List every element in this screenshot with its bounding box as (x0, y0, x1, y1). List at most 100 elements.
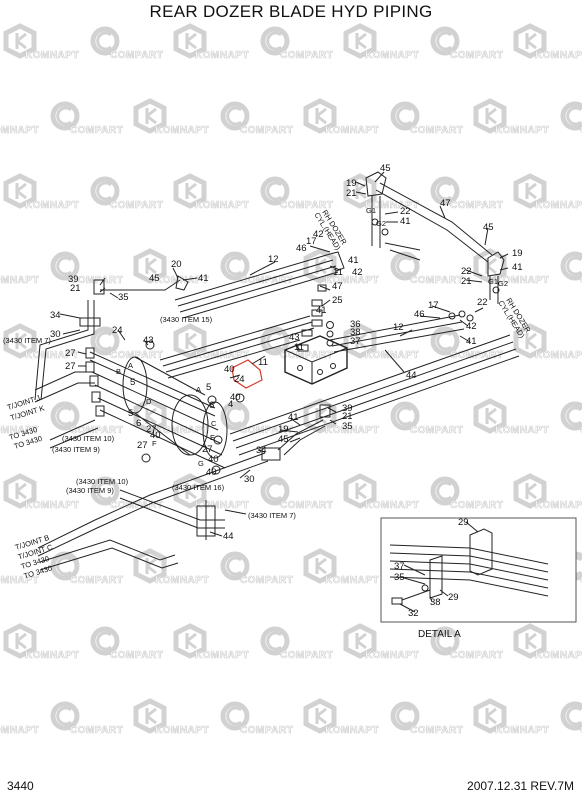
watermark-text: KOMNAPT (25, 200, 79, 211)
watermark-text: KOMNAPT (495, 125, 549, 136)
watermark-text: KOMNAPT (495, 725, 549, 736)
svg-text:36: 36 (350, 319, 361, 330)
watermark-text: COMPART (450, 50, 503, 61)
watermark-text: KOMNAPT (25, 650, 79, 661)
svg-text:37: 37 (350, 336, 361, 347)
watermark-text: KOMNAPT (195, 500, 249, 511)
watermark-text: KOMNAPT (25, 500, 79, 511)
svg-text:46: 46 (414, 309, 425, 320)
svg-text:41: 41 (466, 336, 477, 347)
svg-text:17: 17 (306, 236, 317, 247)
watermark-text: COMPART (410, 725, 463, 736)
watermark-text: KOMNAPT (365, 650, 419, 661)
svg-text:11: 11 (294, 342, 304, 353)
svg-text:B: B (116, 367, 121, 376)
watermark-text: KOMNAPT (365, 350, 419, 361)
watermark-text: COMPART (410, 425, 463, 436)
watermark-text: KOMNAPT (535, 650, 582, 661)
watermark-text: KOMNAPT (195, 200, 249, 211)
watermark-text: KOMNAPT (495, 425, 549, 436)
svg-text:43: 43 (289, 332, 300, 343)
svg-text:45: 45 (149, 273, 160, 284)
svg-text:6: 6 (209, 400, 214, 411)
svg-text:19: 19 (512, 248, 523, 259)
svg-text:27: 27 (65, 361, 76, 372)
watermark-text: COMPART (240, 575, 293, 586)
svg-text:G2: G2 (376, 219, 386, 228)
watermark-text: KOMNAPT (325, 125, 379, 136)
watermark-text: COMPART (240, 125, 293, 136)
svg-text:46: 46 (296, 243, 307, 254)
watermark-text: COMPART (70, 725, 123, 736)
watermark-text: KOMNAPT (0, 725, 39, 736)
watermark-text: COMPART (410, 125, 463, 136)
watermark-text: COMPART (580, 125, 582, 136)
svg-text:(3430 ITEM 9): (3430 ITEM 9) (52, 445, 100, 454)
svg-text:4: 4 (228, 399, 233, 410)
svg-text:(3430 ITEM 10): (3430 ITEM 10) (62, 434, 115, 443)
watermark-text: COMPART (110, 350, 163, 361)
svg-text:40: 40 (208, 454, 219, 465)
svg-text:24: 24 (112, 325, 123, 336)
watermark-text: KOMNAPT (155, 425, 209, 436)
svg-text:39: 39 (68, 274, 79, 285)
svg-text:G1: G1 (488, 277, 498, 286)
watermark-text: COMPART (70, 125, 123, 136)
watermark-text: COMPART (450, 200, 503, 211)
watermark-text: COMPART (110, 50, 163, 61)
svg-text:40: 40 (150, 430, 161, 441)
svg-text:27: 27 (137, 440, 148, 451)
watermark-text: KOMNAPT (535, 50, 582, 61)
watermark-text: COMPART (280, 650, 333, 661)
watermark-text: KOMNAPT (25, 50, 79, 61)
watermark-text: KOMNAPT (155, 575, 209, 586)
svg-text:25: 25 (332, 295, 343, 306)
watermark-text: KOMNAPT (535, 500, 582, 511)
svg-text:44: 44 (223, 531, 234, 542)
watermark-text: KOMNAPT (495, 275, 549, 286)
svg-text:35: 35 (342, 421, 353, 432)
watermark-text: KOMNAPT (155, 725, 209, 736)
page-number: 3440 (7, 779, 34, 793)
callout-labels: 45 19 21 22 41 47 45 19 41 22 21 42 17 4… (50, 163, 523, 619)
watermark-text: COMPART (280, 50, 333, 61)
svg-text:F: F (152, 439, 157, 448)
svg-text:5: 5 (130, 377, 135, 388)
watermark-text: COMPART (110, 200, 163, 211)
svg-text:35: 35 (118, 292, 129, 303)
svg-text:42: 42 (313, 229, 324, 240)
tube-cluster (89, 315, 315, 469)
watermark-text: COMPART (240, 275, 293, 286)
svg-text:41: 41 (400, 216, 411, 227)
svg-text:37: 37 (394, 561, 405, 572)
svg-text:40: 40 (230, 392, 241, 403)
watermark-text: COMPART (580, 725, 582, 736)
svg-text:5: 5 (206, 382, 211, 393)
watermark-text: KOMNAPT (365, 200, 419, 211)
svg-text:19: 19 (346, 178, 357, 189)
svg-text:17: 17 (428, 300, 439, 311)
watermark-text: COMPART (110, 500, 163, 511)
svg-text:G1: G1 (366, 206, 376, 215)
svg-text:30: 30 (50, 329, 61, 340)
svg-text:(3430 ITEM 7): (3430 ITEM 7) (248, 511, 296, 520)
watermark-text: KOMNAPT (195, 650, 249, 661)
svg-text:12: 12 (268, 254, 279, 265)
watermark-text: KOMNAPT (195, 50, 249, 61)
watermark-text: COMPART (450, 500, 503, 511)
svg-text:24: 24 (234, 374, 245, 385)
svg-text:11: 11 (258, 357, 268, 368)
watermark-text: COMPART (280, 350, 333, 361)
svg-text:45: 45 (380, 163, 391, 174)
svg-text:39: 39 (342, 403, 353, 414)
svg-text:38: 38 (350, 327, 361, 338)
svg-text:(3430 ITEM 9): (3430 ITEM 9) (66, 486, 114, 495)
svg-text:20: 20 (171, 259, 182, 270)
svg-text:47: 47 (332, 281, 343, 292)
watermark-text: KOMNAPT (535, 350, 582, 361)
svg-text:D: D (146, 397, 152, 406)
svg-text:21: 21 (342, 411, 353, 422)
svg-text:A: A (196, 385, 201, 394)
svg-text:45: 45 (278, 434, 289, 445)
svg-text:30: 30 (244, 474, 255, 485)
